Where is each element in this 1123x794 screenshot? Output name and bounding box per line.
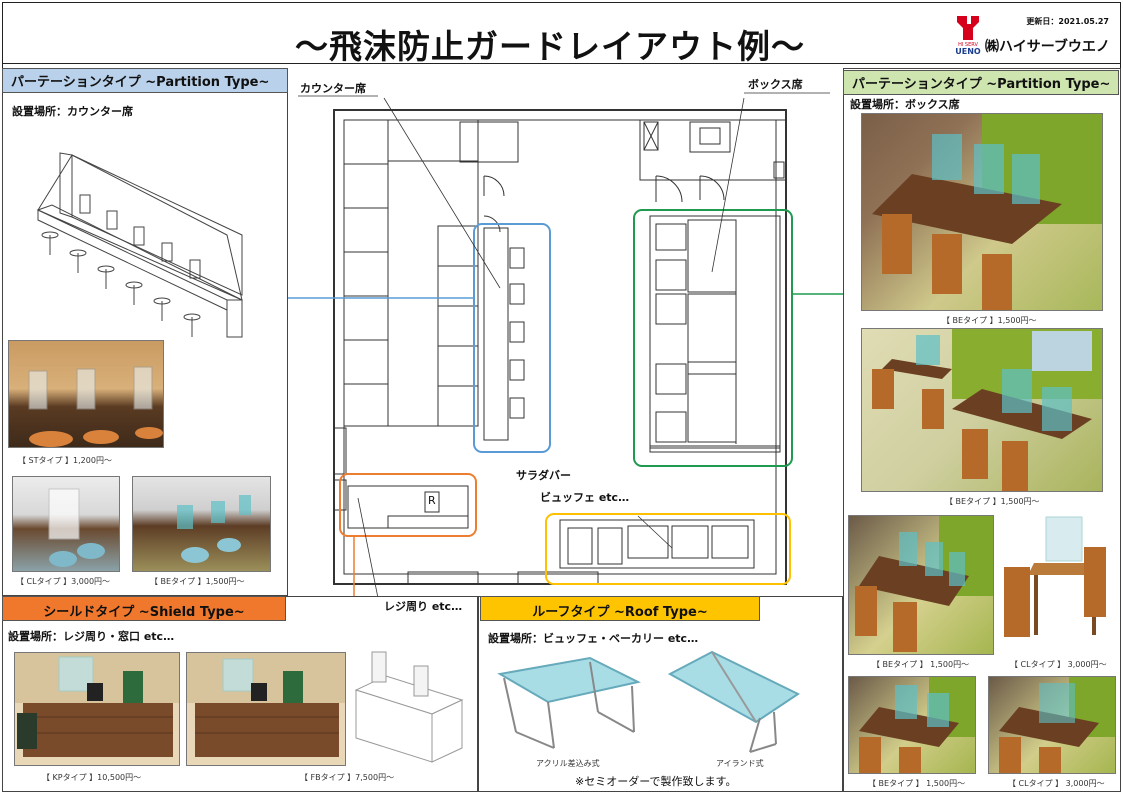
updated-date: 更新日：2021.05.27 bbox=[1026, 17, 1109, 26]
counter-seat-label: カウンター席 bbox=[300, 82, 366, 95]
cl-type-photo-box-2 bbox=[988, 676, 1116, 774]
roof-island-caption: アイランド式 bbox=[716, 759, 764, 768]
cl-type-caption-box: 【 CLタイプ 】 3,000円～ bbox=[1010, 660, 1107, 669]
kp-type-caption: 【 KPタイプ 】10,500円～ bbox=[42, 773, 142, 782]
svg-text:UENO: UENO bbox=[955, 47, 981, 56]
shield-location: 設置場所：レジ周り・窓口 etc… bbox=[8, 630, 175, 643]
right-partition-panel bbox=[843, 68, 1121, 792]
be-type-photo-box-3 bbox=[848, 515, 994, 655]
cl-type-caption-box-2: 【 CLタイプ 】 3,000円～ bbox=[1008, 779, 1105, 788]
be-type-photo-box-4 bbox=[848, 676, 976, 774]
left-partition-heading: パーテーションタイプ ~Partition Type~ bbox=[2, 68, 288, 93]
be-type-photo-box-2 bbox=[861, 328, 1103, 492]
be-type-caption-box-1: 【 BEタイプ 】1,500円～ bbox=[942, 316, 1037, 325]
buffet-label: ビュッフェ etc… bbox=[540, 491, 630, 504]
roof-acrylic-drawing bbox=[497, 656, 641, 749]
shield-line-drawing bbox=[354, 651, 464, 763]
right-partition-heading: パーテーションタイプ ~Partition Type~ bbox=[843, 70, 1119, 95]
semi-order-note: ※セミオーダーで製作致します。 bbox=[575, 775, 737, 788]
company-name: ㈱ハイサーブウエノ bbox=[985, 39, 1110, 55]
floor-plan bbox=[288, 92, 844, 596]
be-type-caption-box-2: 【 BEタイプ 】1,500円～ bbox=[945, 497, 1040, 506]
be-type-caption-left: 【 BEタイプ 】1,500円～ bbox=[150, 577, 245, 586]
be-type-photo-box-1 bbox=[861, 113, 1103, 311]
cl-type-photo-box bbox=[1000, 515, 1115, 655]
header-divider bbox=[2, 63, 1121, 64]
kp-type-photo bbox=[14, 652, 180, 766]
roof-island-drawing bbox=[667, 650, 801, 753]
cl-type-photo bbox=[12, 476, 120, 572]
page-title: ～飛沫防止ガードレイアウト例～ bbox=[295, 27, 805, 66]
roof-heading: ルーフタイプ ~Roof Type~ bbox=[480, 596, 760, 621]
salad-bar-label: サラダバー bbox=[516, 469, 571, 482]
register-mark: R bbox=[428, 494, 436, 507]
right-partition-location: 設置場所：ボックス席 bbox=[850, 98, 960, 111]
roof-acrylic-caption: アクリル差込み式 bbox=[536, 759, 600, 768]
left-partition-location: 設置場所：カウンター席 bbox=[12, 105, 133, 118]
st-type-caption: 【 STタイプ 】1,200円～ bbox=[18, 456, 112, 465]
register-label: レジ周り etc… bbox=[384, 600, 463, 613]
st-type-photo bbox=[8, 340, 164, 448]
svg-text:HI SERV: HI SERV bbox=[958, 42, 978, 48]
fb-type-photo bbox=[186, 652, 346, 766]
company-logo: HI SERV UENO bbox=[955, 16, 981, 56]
shield-heading: シールドタイプ ~Shield Type~ bbox=[2, 596, 286, 621]
counter-line-drawing bbox=[36, 152, 243, 338]
be-type-caption-box-3: 【 BEタイプ 】 1,500円～ bbox=[872, 660, 970, 669]
be-type-photo-left bbox=[132, 476, 271, 572]
box-seat-label: ボックス席 bbox=[748, 78, 803, 91]
fb-type-caption: 【 FBタイプ 】7,500円～ bbox=[300, 773, 395, 782]
cl-type-caption-left: 【 CLタイプ 】3,000円～ bbox=[16, 577, 111, 586]
be-type-caption-box-4: 【 BEタイプ 】 1,500円～ bbox=[868, 779, 966, 788]
roof-location: 設置場所：ビュッフェ・ベーカリー etc… bbox=[488, 632, 699, 645]
